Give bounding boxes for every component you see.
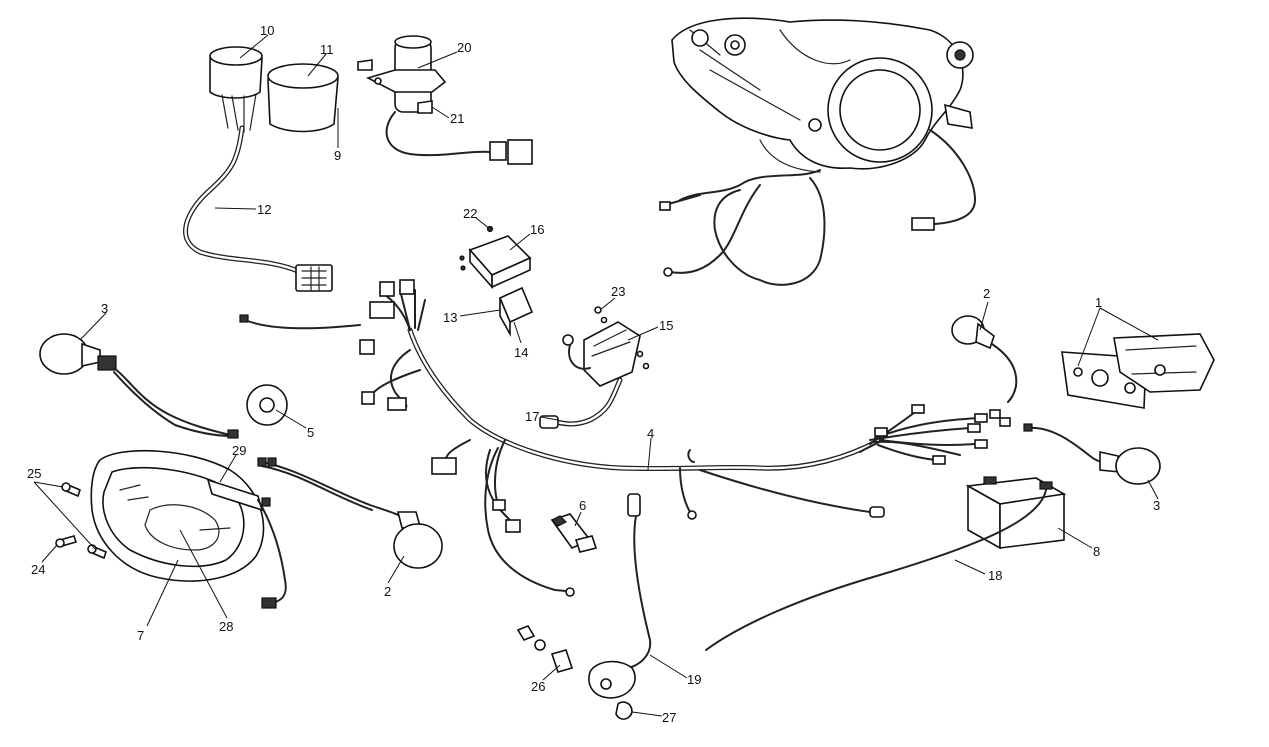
ignition-switch (357, 35, 533, 165)
callout-3-rear: 3 (1153, 498, 1160, 513)
callout-9: 9 (334, 148, 341, 163)
callout-2-front: 2 (384, 584, 391, 599)
instrument-cluster (183, 46, 339, 292)
rear-right-indicator-3 (1023, 423, 1161, 485)
callout-19: 19 (687, 672, 701, 687)
callout-17: 17 (525, 409, 539, 424)
neutral-switch (550, 513, 598, 553)
callout-26: 26 (531, 679, 545, 694)
callout-13: 13 (443, 310, 457, 325)
battery (705, 476, 1067, 651)
callout-1: 1 (1095, 295, 1102, 310)
callout-24: 24 (31, 562, 45, 577)
callout-16: 16 (530, 222, 544, 237)
callout-8: 8 (1093, 544, 1100, 559)
callout-4: 4 (647, 426, 654, 441)
callout-22: 22 (463, 206, 477, 221)
callout-labels: 1 2 2 3 3 4 5 6 7 8 9 10 11 12 13 14 15 … (27, 23, 1160, 725)
callout-5: 5 (307, 425, 314, 440)
callout-20: 20 (457, 40, 471, 55)
callout-3-front: 3 (101, 301, 108, 316)
callout-27: 27 (662, 710, 676, 725)
callout-18: 18 (988, 568, 1002, 583)
rear-right-indicator-2 (951, 315, 1018, 403)
main-harness (239, 279, 1011, 597)
front-right-indicator (257, 457, 443, 569)
headlight (55, 449, 287, 609)
callout-12: 12 (257, 202, 271, 217)
tail-light (1061, 333, 1215, 409)
callout-28: 28 (219, 619, 233, 634)
horn (246, 384, 288, 426)
callout-15: 15 (659, 318, 673, 333)
callout-2-rear: 2 (983, 286, 990, 301)
pickup-sensor (516, 493, 652, 720)
ignition-coil (539, 306, 650, 429)
relay (459, 225, 532, 290)
leader-lines (33, 34, 1159, 717)
callout-25: 25 (27, 466, 41, 481)
callout-6: 6 (579, 498, 586, 513)
callout-11: 11 (320, 42, 334, 57)
callout-10: 10 (260, 23, 274, 38)
callout-14: 14 (514, 345, 528, 360)
callout-7: 7 (137, 628, 144, 643)
callout-29: 29 (232, 443, 246, 458)
callout-23: 23 (611, 284, 625, 299)
callout-21: 21 (450, 111, 464, 126)
engine-assembly (659, 17, 976, 286)
front-left-indicator (39, 333, 239, 439)
